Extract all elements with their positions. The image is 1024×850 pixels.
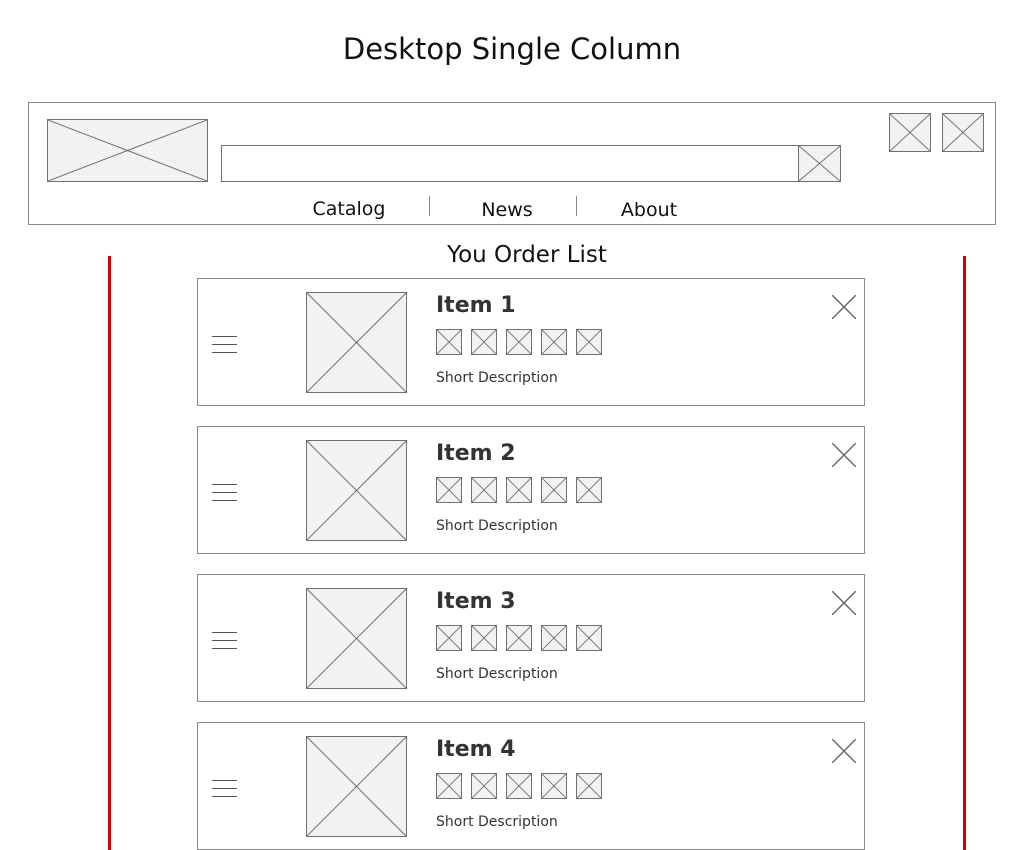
search-button[interactable] xyxy=(798,145,841,182)
rating-icon[interactable] xyxy=(576,329,602,355)
logo-placeholder-icon[interactable] xyxy=(47,119,208,182)
order-item-card: Item 2 Short Description xyxy=(197,426,865,554)
item-name: Item 1 xyxy=(436,293,516,318)
item-image-placeholder-icon xyxy=(306,736,407,837)
header-action-2-icon[interactable] xyxy=(942,113,984,152)
rating-icon[interactable] xyxy=(506,625,532,651)
rating-icon[interactable] xyxy=(471,625,497,651)
item-description: Short Description xyxy=(436,518,558,534)
rating-icon[interactable] xyxy=(541,329,567,355)
item-name: Item 3 xyxy=(436,589,516,614)
order-list-title: You Order List xyxy=(447,242,607,268)
rating-icon[interactable] xyxy=(576,625,602,651)
rating-icon[interactable] xyxy=(436,329,462,355)
drag-handle-icon[interactable] xyxy=(212,484,238,504)
item-description: Short Description xyxy=(436,814,558,830)
rating-icon[interactable] xyxy=(541,773,567,799)
remove-item-close-icon[interactable] xyxy=(831,294,857,320)
rating-icon[interactable] xyxy=(471,477,497,503)
nav-divider xyxy=(576,196,577,216)
item-description: Short Description xyxy=(436,370,558,386)
layout-guide-left xyxy=(108,256,111,850)
remove-item-close-icon[interactable] xyxy=(831,442,857,468)
rating-icon[interactable] xyxy=(506,477,532,503)
nav-news[interactable]: News xyxy=(481,199,533,221)
item-image-placeholder-icon xyxy=(306,292,407,393)
page-title: Desktop Single Column xyxy=(342,32,682,66)
item-image-placeholder-icon xyxy=(306,588,407,689)
rating-icon[interactable] xyxy=(436,477,462,503)
rating-icon[interactable] xyxy=(471,329,497,355)
order-item-card: Item 4 Short Description xyxy=(197,722,865,850)
layout-guide-right xyxy=(963,256,966,850)
rating-icon[interactable] xyxy=(576,477,602,503)
rating-icon[interactable] xyxy=(541,625,567,651)
nav-catalog[interactable]: Catalog xyxy=(312,198,386,220)
item-name: Item 4 xyxy=(436,737,516,762)
item-name: Item 2 xyxy=(436,441,516,466)
order-item-card: Item 1 Short Description xyxy=(197,278,865,406)
remove-item-close-icon[interactable] xyxy=(831,590,857,616)
search-input[interactable] xyxy=(221,145,799,182)
item-image-placeholder-icon xyxy=(306,440,407,541)
rating-icon[interactable] xyxy=(471,773,497,799)
rating-icon[interactable] xyxy=(436,773,462,799)
rating-icon[interactable] xyxy=(506,329,532,355)
site-header: Catalog News About xyxy=(28,102,996,225)
rating-icon[interactable] xyxy=(436,625,462,651)
drag-handle-icon[interactable] xyxy=(212,336,238,356)
remove-item-close-icon[interactable] xyxy=(831,738,857,764)
drag-handle-icon[interactable] xyxy=(212,632,238,652)
nav-divider xyxy=(429,196,430,216)
header-action-1-icon[interactable] xyxy=(889,113,931,152)
order-item-card: Item 3 Short Description xyxy=(197,574,865,702)
rating-icon[interactable] xyxy=(541,477,567,503)
rating-icon[interactable] xyxy=(506,773,532,799)
item-description: Short Description xyxy=(436,666,558,682)
drag-handle-icon[interactable] xyxy=(212,780,238,800)
nav-about[interactable]: About xyxy=(620,199,678,221)
rating-icon[interactable] xyxy=(576,773,602,799)
